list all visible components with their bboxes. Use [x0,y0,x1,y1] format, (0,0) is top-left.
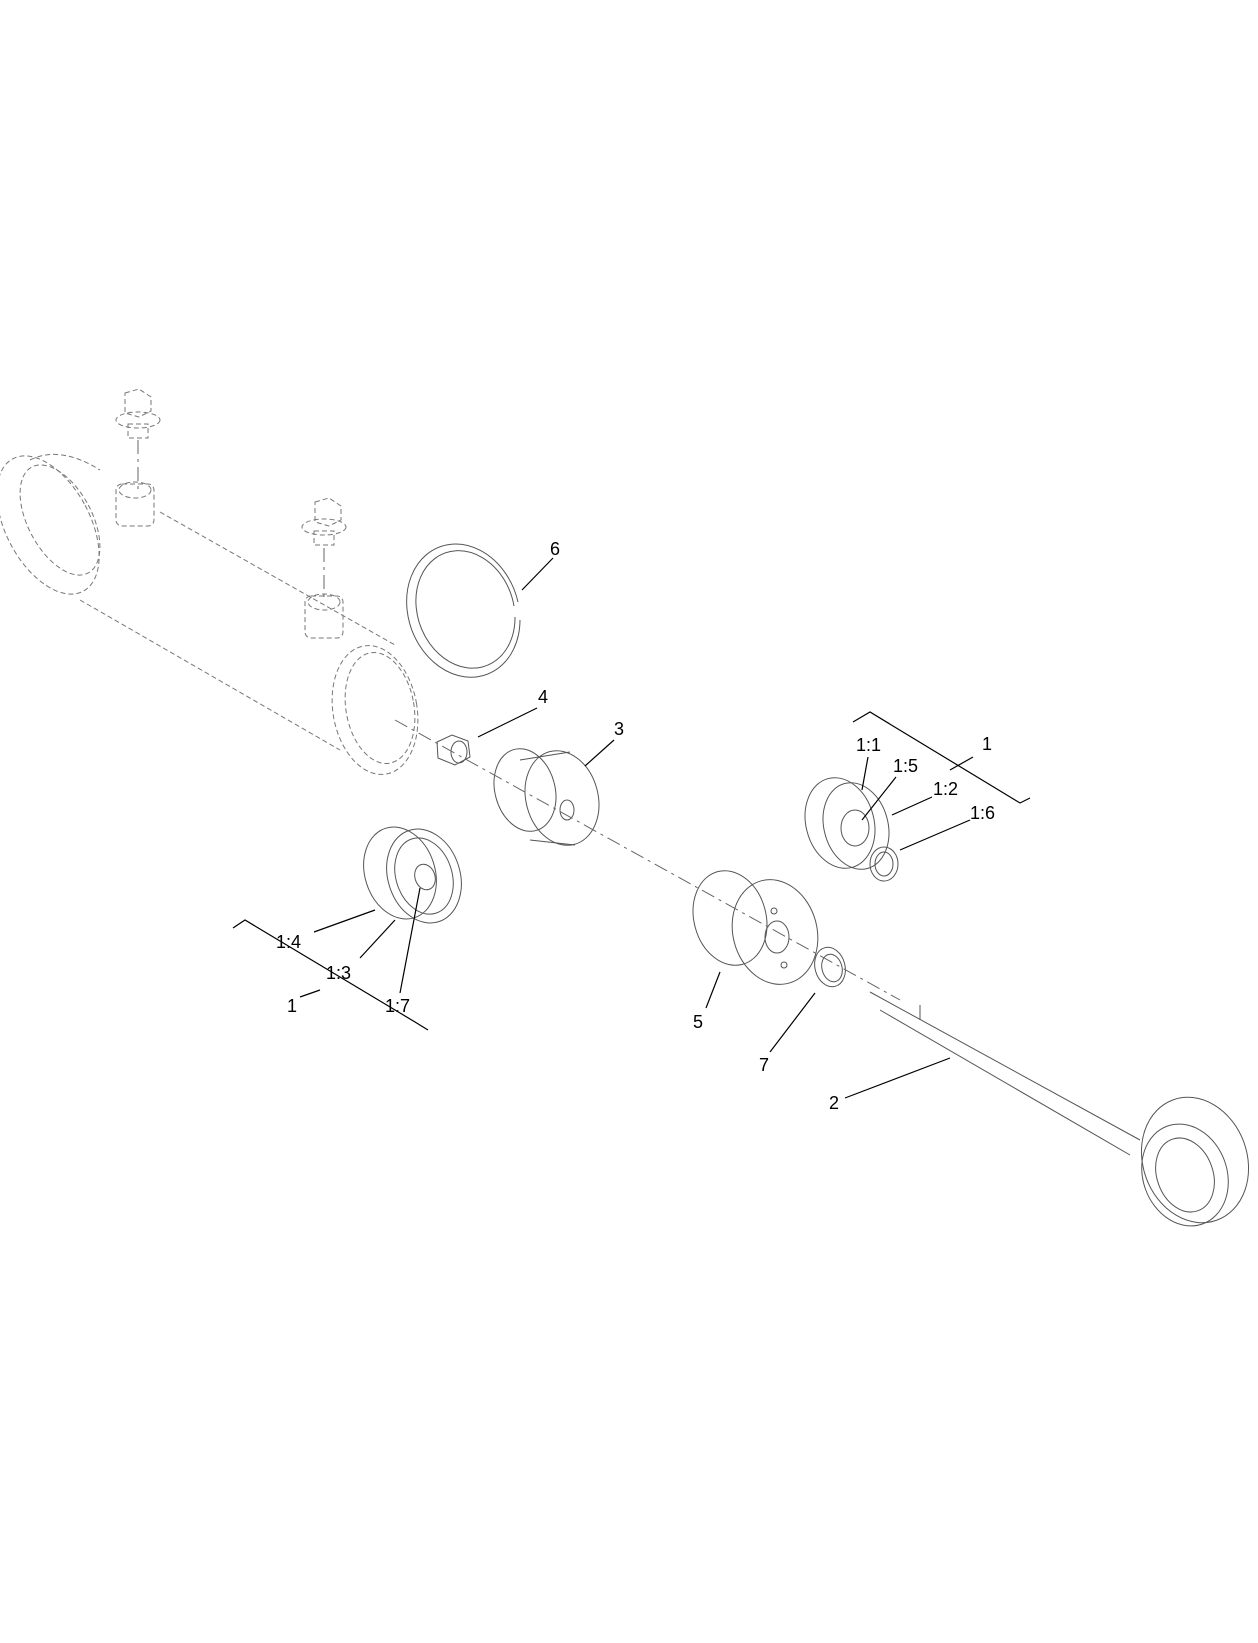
callout-1-5: 1:5 [893,756,919,776]
gland [692,870,819,985]
bracket-right [852,711,1031,804]
callout-4: 4 [538,687,549,707]
hex-nut [436,734,471,766]
retaining-ring [406,543,521,678]
piston-rod [869,991,1250,1227]
piston [493,748,600,846]
wiper-washer [814,946,846,988]
callout-1-right: 1 [982,734,993,754]
callout-1-2: 1:2 [933,779,959,799]
callout-2: 2 [829,1093,840,1113]
callout-1-6: 1:6 [970,803,996,823]
leader-lines [299,557,974,1099]
bracket-left [232,919,429,1031]
callout-7: 7 [759,1055,770,1075]
callout-1-left: 1 [287,996,298,1016]
callout-1-7: 1:7 [385,996,411,1016]
callout-1-1: 1:1 [856,735,882,755]
seal-kit-right [804,777,899,882]
cylinder-barrel [0,388,419,775]
callout-1-3: 1:3 [326,963,352,983]
callout-1-4: 1:4 [276,932,302,952]
seal-kit-left [363,826,462,924]
callout-3: 3 [614,719,625,739]
callout-6: 6 [550,539,561,559]
callout-5: 5 [693,1012,704,1032]
